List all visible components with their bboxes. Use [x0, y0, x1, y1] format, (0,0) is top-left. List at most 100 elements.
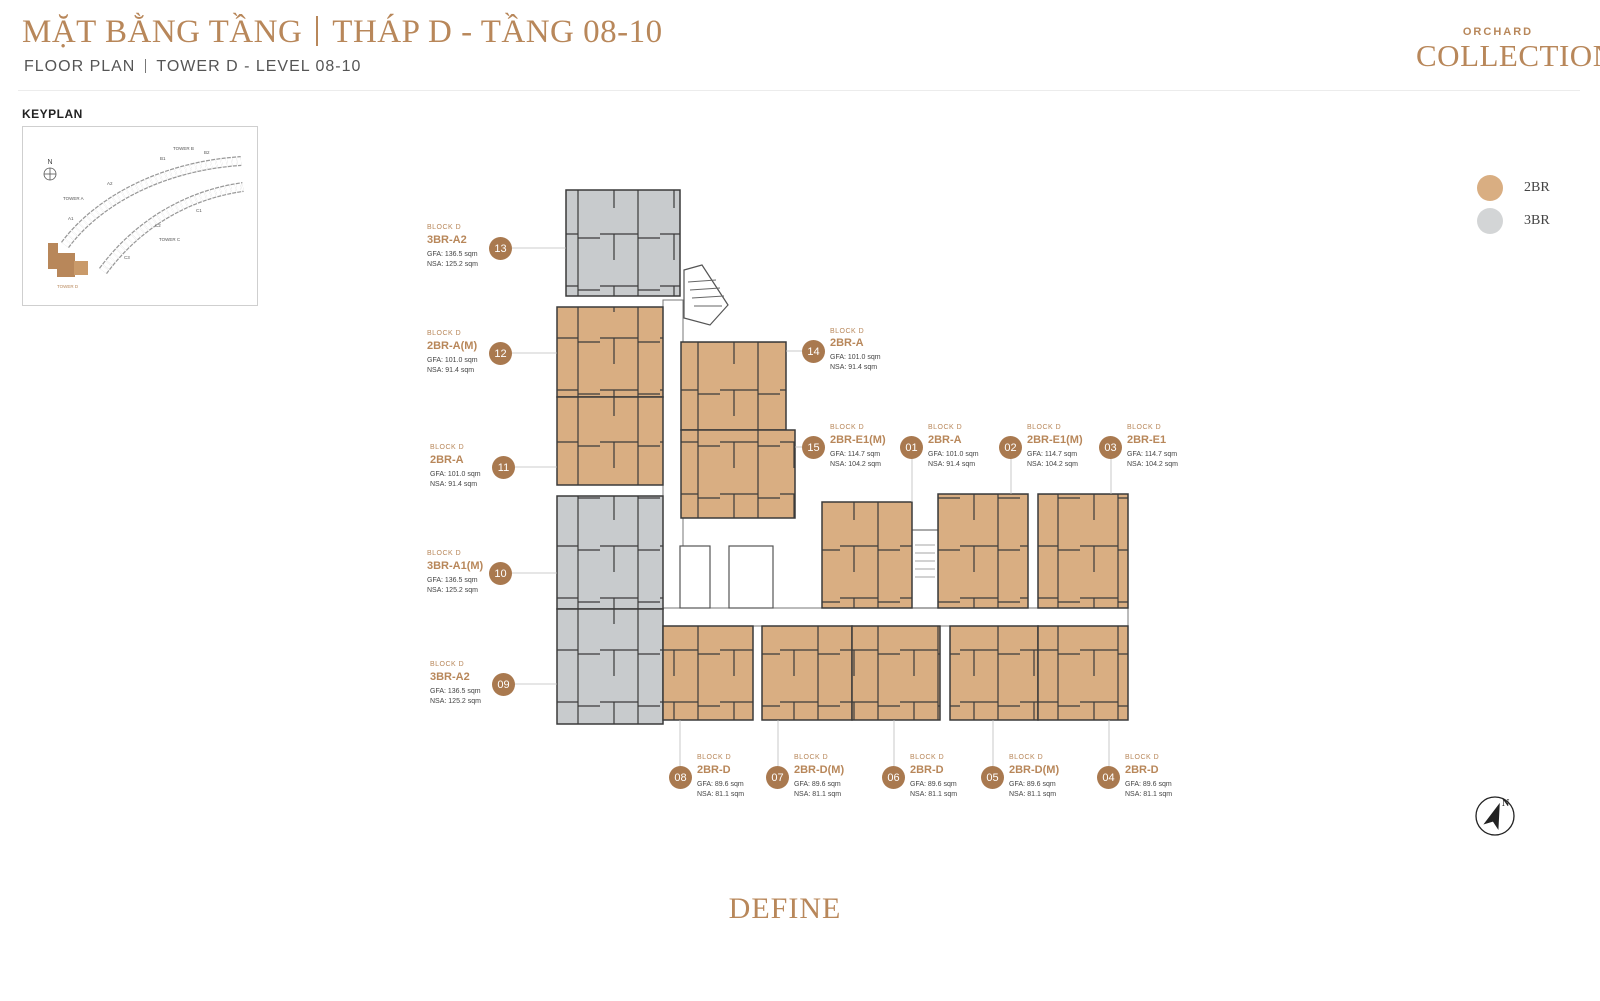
unit-01-gfa: GFA: 101.0 sqm — [928, 451, 979, 458]
unit-10-block: BLOCK D — [427, 550, 462, 557]
compass-icon: N — [1475, 796, 1515, 836]
horizontal-corridor — [662, 607, 1129, 627]
unit-15-badge[interactable]: 15 — [802, 436, 825, 459]
unit-01-nsa: NSA: 91.4 sqm — [928, 461, 976, 468]
unit-08-shape — [662, 625, 754, 721]
unit-08-gfa: GFA: 89.6 sqm — [697, 781, 744, 788]
unit-04-nsa: NSA: 81.1 sqm — [1125, 791, 1173, 798]
subtitle-english-right: TOWER D - LEVEL 08-10 — [156, 58, 362, 75]
unit-13-block: BLOCK D — [427, 224, 462, 231]
title-divider — [316, 16, 319, 46]
unit-04-shape — [1037, 625, 1129, 721]
keyplan-label-c3: C3 — [124, 255, 130, 260]
unit-07-gfa: GFA: 89.6 sqm — [794, 781, 841, 788]
keyplan-north-text: N — [47, 159, 52, 166]
keyplan-label-b1: B1 — [160, 156, 166, 161]
subtitle-english-left: FLOOR PLAN — [24, 58, 136, 75]
unit-10-nsa: NSA: 125.2 sqm — [427, 587, 478, 594]
keyplan-label-c2: C2 — [155, 223, 161, 228]
unit-10-badge[interactable]: 10 — [489, 562, 512, 585]
angled-stair — [683, 264, 729, 326]
unit-07-nsa: NSA: 81.1 sqm — [794, 791, 842, 798]
unit-02-block: BLOCK D — [1027, 424, 1062, 431]
unit-03-nsa: NSA: 104.2 sqm — [1127, 461, 1178, 468]
unit-08-block: BLOCK D — [697, 754, 732, 761]
unit-13-shape — [565, 189, 681, 297]
unit-14-badge[interactable]: 14 — [802, 340, 825, 363]
compass-north-label: N — [1502, 798, 1510, 809]
legend-label-2br: 2BR — [1524, 180, 1550, 195]
unit-10-shape — [556, 495, 664, 610]
footer-brand: DEFINE — [728, 892, 842, 925]
unit-11-badge[interactable]: 11 — [492, 456, 515, 479]
title-vietnamese-right: THÁP D - TẦNG 08-10 — [332, 14, 663, 50]
unit-10-type: 3BR-A1(M) — [427, 560, 484, 572]
keyplan-label-c1: C1 — [196, 208, 202, 213]
leader-lines — [512, 247, 1112, 766]
unit-15-type: 2BR-E1(M) — [830, 434, 886, 446]
unit-15-block: BLOCK D — [830, 424, 865, 431]
unit-04-gfa: GFA: 89.6 sqm — [1125, 781, 1172, 788]
unit-08-badge[interactable]: 08 — [669, 766, 692, 789]
unit-02-type: 2BR-E1(M) — [1027, 434, 1083, 446]
unit-11-shape — [556, 396, 664, 486]
header-divider — [18, 90, 1580, 91]
unit-04-badge[interactable]: 04 — [1097, 766, 1120, 789]
unit-06-badge[interactable]: 06 — [882, 766, 905, 789]
unit-09-badge[interactable]: 09 — [492, 673, 515, 696]
unit-09-block: BLOCK D — [430, 661, 465, 668]
title-vietnamese-left: MẶT BẰNG TẦNG — [22, 14, 303, 50]
unit-11-type: 2BR-A — [430, 454, 464, 466]
unit-12-type: 2BR-A(M) — [427, 340, 478, 352]
unit-05-type: 2BR-D(M) — [1009, 764, 1060, 776]
unit-09-gfa: GFA: 136.5 sqm — [430, 688, 481, 695]
unit-12-block: BLOCK D — [427, 330, 462, 337]
unit-14-type: 2BR-A — [830, 337, 864, 349]
unit-13-nsa: NSA: 125.2 sqm — [427, 261, 478, 268]
unit-03-badge[interactable]: 03 — [1099, 436, 1122, 459]
unit-11-block: BLOCK D — [430, 444, 465, 451]
unit-02-shape — [937, 493, 1029, 609]
unit-13-type: 3BR-A2 — [427, 234, 467, 246]
legend-swatch-2br — [1477, 175, 1503, 201]
unit-06-shape — [851, 625, 941, 721]
unit-15-shape — [680, 429, 796, 519]
unit-13-gfa: GFA: 136.5 sqm — [427, 251, 478, 258]
unit-14-block: BLOCK D — [830, 328, 865, 335]
unit-06-type: 2BR-D — [910, 764, 944, 776]
stair-core — [679, 264, 939, 609]
keyplan-label-a1: A1 — [68, 216, 74, 221]
unit-11-nsa: NSA: 91.4 sqm — [430, 481, 478, 488]
unit-07-shape — [761, 625, 853, 721]
keyplan-label: KEYPLAN — [22, 107, 83, 121]
unit-05-badge[interactable]: 05 — [981, 766, 1004, 789]
unit-01-shape — [821, 501, 913, 609]
keyplan-label-a2: A2 — [107, 181, 113, 186]
unit-08-nsa: NSA: 81.1 sqm — [697, 791, 745, 798]
unit-03-shape — [1037, 493, 1129, 609]
unit-09-nsa: NSA: 125.2 sqm — [430, 698, 481, 705]
unit-02-badge[interactable]: 02 — [999, 436, 1022, 459]
unit-13-badge[interactable]: 13 — [489, 237, 512, 260]
unit-09-type: 3BR-A2 — [430, 671, 470, 683]
unit-02-nsa: NSA: 104.2 sqm — [1027, 461, 1078, 468]
unit-12-badge[interactable]: 12 — [489, 342, 512, 365]
unit-04-block: BLOCK D — [1125, 754, 1160, 761]
unit-07-badge[interactable]: 07 — [766, 766, 789, 789]
unit-09-shape — [556, 608, 664, 725]
unit-01-badge[interactable]: 01 — [900, 436, 923, 459]
unit-15-nsa: NSA: 104.2 sqm — [830, 461, 881, 468]
unit-03-gfa: GFA: 114.7 sqm — [1127, 451, 1178, 458]
legend-swatch-3br — [1477, 208, 1503, 234]
page-title: MẶT BẰNG TẦNG THÁP D - TẦNG 08-10 — [22, 14, 663, 51]
keyplan-box: N TOWER B B1 B2 TOWER A A1 A2 C1 C2 C3 T… — [22, 126, 258, 306]
unit-08-type: 2BR-D — [697, 764, 731, 776]
unit-01-type: 2BR-A — [928, 434, 962, 446]
north-indicator: N — [43, 159, 57, 181]
keyplan-map: N TOWER B B1 B2 TOWER A A1 A2 C1 C2 C3 T… — [43, 146, 244, 289]
keyplan-label-b2: B2 — [204, 150, 210, 155]
unit-05-nsa: NSA: 81.1 sqm — [1009, 791, 1057, 798]
unit-06-block: BLOCK D — [910, 754, 945, 761]
brand-logo-main: COLLECTION — [1416, 38, 1600, 73]
